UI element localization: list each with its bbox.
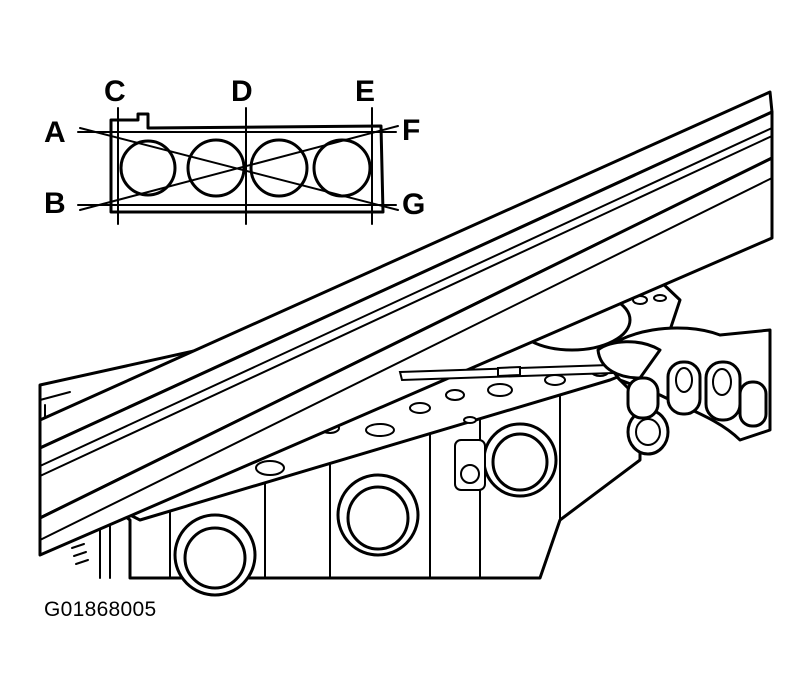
straight-edge-bottom-face — [38, 156, 774, 557]
feeler-gauge-tip — [497, 365, 521, 378]
cylinder-bore-3 — [249, 138, 309, 198]
label-d: D — [231, 75, 253, 108]
thumb — [596, 340, 662, 380]
side-bore-3-inner — [491, 432, 549, 492]
label-f: F — [402, 114, 420, 147]
block-ribs — [169, 389, 561, 579]
fingernail-2 — [675, 367, 693, 393]
label-e: E — [355, 75, 375, 108]
label-c: C — [104, 75, 126, 108]
straight-edge-groove — [39, 127, 773, 477]
finger-3 — [704, 360, 742, 422]
finger-1 — [626, 376, 660, 420]
side-bore-2-inner — [346, 485, 410, 551]
label-a: A — [44, 116, 66, 149]
label-b: B — [44, 187, 66, 220]
block-boss-hole — [460, 464, 480, 484]
block-deck-outline — [109, 112, 385, 214]
finger-2 — [666, 360, 702, 416]
measurement-diagram — [77, 107, 399, 225]
fingernail-3 — [712, 368, 732, 396]
figure-code: G01868005 — [44, 598, 157, 621]
cylinder-bore-1 — [119, 139, 177, 197]
finger-4 — [738, 380, 768, 428]
hand — [596, 326, 772, 442]
cylinder-bore-2 — [186, 138, 246, 198]
cylinder-bore-4 — [312, 138, 372, 198]
straight-edge — [38, 90, 774, 557]
diagonal-b-f — [79, 125, 399, 211]
straight-edge-bottom-line — [39, 177, 773, 541]
label-g: G — [402, 188, 425, 221]
side-bore-1-inner — [183, 526, 247, 590]
